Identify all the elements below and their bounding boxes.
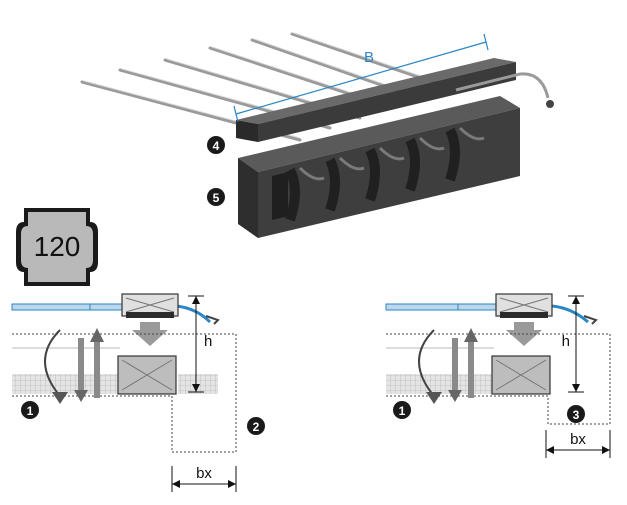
- marker-1-right: 1: [393, 401, 411, 419]
- fire-rating-text: 120: [34, 231, 81, 262]
- dimension-b: [233, 33, 489, 123]
- marker-4: 4: [207, 136, 225, 154]
- right-detail: h bx: [385, 293, 611, 458]
- dimension-h-left-label: h: [204, 333, 212, 350]
- dimension-h-right-label: h: [562, 333, 570, 350]
- marker-1-left: 1: [21, 401, 39, 419]
- marker-5: 5: [207, 188, 225, 206]
- lid-plate: [236, 58, 516, 142]
- left-detail: h bx: [11, 293, 237, 492]
- sleeve-block: [238, 96, 520, 238]
- fire-rating-badge: 120: [16, 208, 98, 286]
- svg-text:1: 1: [27, 404, 34, 418]
- cable-end: [455, 72, 550, 99]
- dimension-bx-left-label: bx: [196, 465, 212, 482]
- dimension-bx-right-label: bx: [570, 431, 586, 448]
- svg-text:4: 4: [213, 139, 220, 153]
- svg-text:2: 2: [253, 420, 260, 434]
- svg-text:3: 3: [573, 408, 580, 422]
- marker-2: 2: [247, 417, 265, 435]
- svg-text:1: 1: [399, 404, 406, 418]
- dimension-b-label: B: [364, 49, 374, 66]
- svg-text:5: 5: [213, 191, 220, 205]
- marker-3: 3: [567, 405, 585, 423]
- cable-end-cap: [546, 100, 554, 108]
